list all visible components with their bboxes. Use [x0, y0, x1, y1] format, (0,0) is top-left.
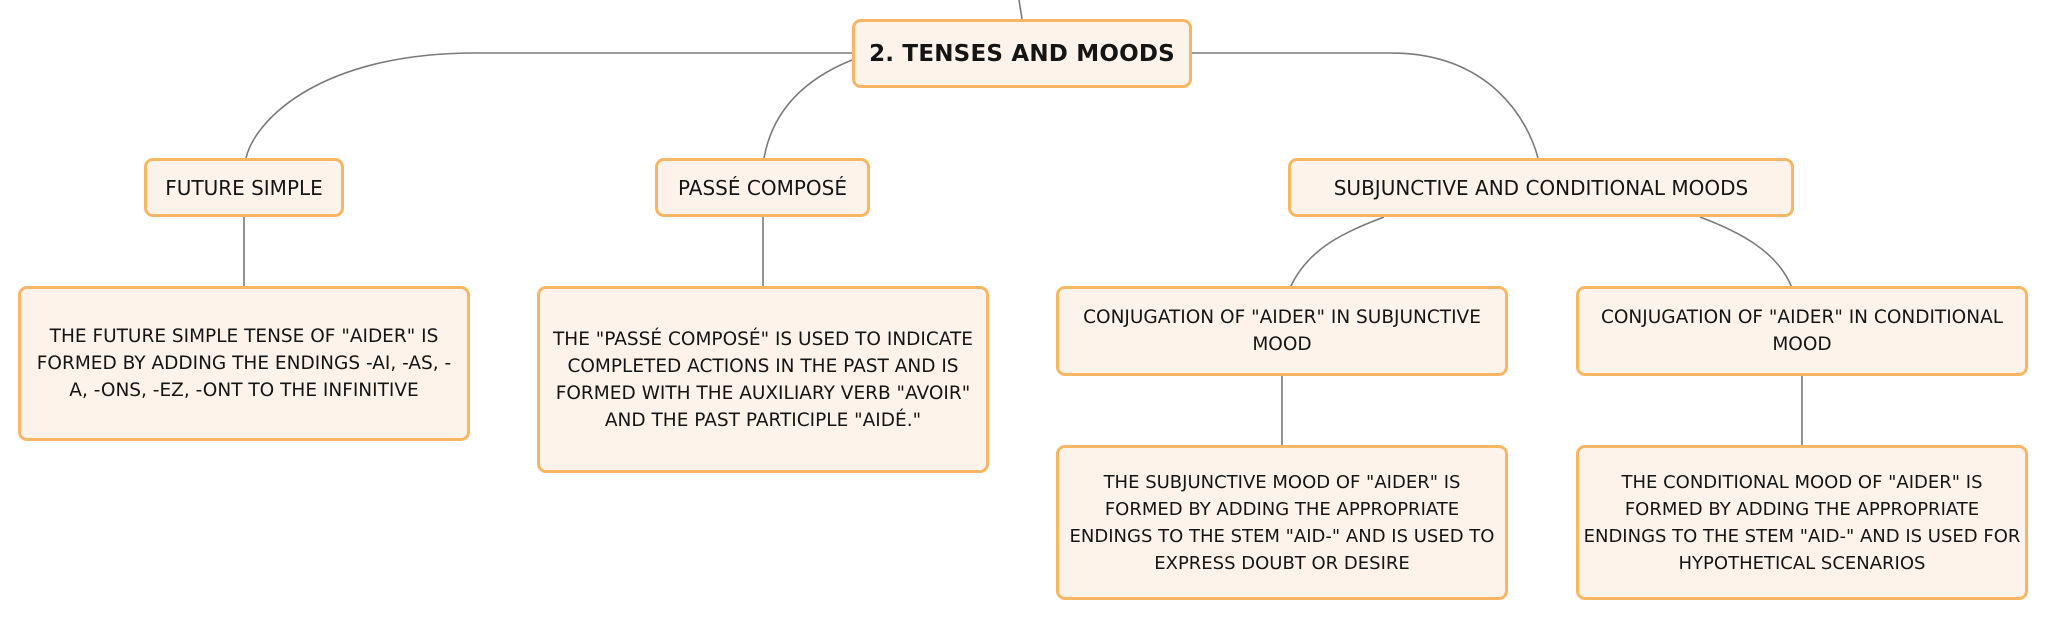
conditional-description-text: THE CONDITIONAL MOOD OF "AIDER" IS FORME… [1583, 471, 2021, 574]
node-future-simple-description[interactable]: THE FUTURE SIMPLE TENSE OF "AIDER" IS FO… [18, 286, 470, 441]
node-conditional-description[interactable]: THE CONDITIONAL MOOD OF "AIDER" IS FORME… [1576, 445, 2028, 600]
connector-parent-to-root [1018, 0, 1023, 20]
node-passe-compose-label: PASSÉ COMPOSÉ [678, 175, 847, 200]
node-future-simple[interactable]: FUTURE SIMPLE [144, 158, 344, 217]
node-passe-compose[interactable]: PASSÉ COMPOSÉ [655, 158, 870, 217]
subjunctive-conjugation-label: CONJUGATION OF "AIDER" IN SUBJUNCTIVE MO… [1083, 307, 1481, 355]
subjunctive-description-text: THE SUBJUNCTIVE MOOD OF "AIDER" IS FORME… [1069, 471, 1495, 574]
node-subjunctive-and-conditional-moods[interactable]: SUBJUNCTIVE AND CONDITIONAL MOODS [1288, 158, 1794, 217]
connector-root-to-future-simple [245, 52, 852, 159]
connector-root-to-passe-compose [763, 59, 853, 159]
root-node-label: 2. TENSES AND MOODS [869, 40, 1175, 67]
node-moods-label: SUBJUNCTIVE AND CONDITIONAL MOODS [1333, 175, 1749, 200]
conditional-conjugation-label: CONJUGATION OF "AIDER" IN CONDITIONAL MO… [1600, 307, 2004, 355]
root-node-tenses-and-moods[interactable]: 2. TENSES AND MOODS [852, 19, 1192, 88]
node-conditional-conjugation[interactable]: CONJUGATION OF "AIDER" IN CONDITIONAL MO… [1576, 286, 2028, 376]
connector-moods-to-subjunctive [1289, 216, 1385, 289]
future-simple-description-text: THE FUTURE SIMPLE TENSE OF "AIDER" IS FO… [36, 326, 452, 401]
connector-moods-to-conditional [1699, 216, 1793, 289]
node-future-simple-label: FUTURE SIMPLE [165, 175, 323, 200]
node-subjunctive-description[interactable]: THE SUBJUNCTIVE MOOD OF "AIDER" IS FORME… [1056, 445, 1508, 600]
node-passe-compose-description[interactable]: THE "PASSÉ COMPOSÉ" IS USED TO INDICATE … [537, 286, 989, 473]
passe-compose-description-text: THE "PASSÉ COMPOSÉ" IS USED TO INDICATE … [553, 328, 973, 431]
node-subjunctive-conjugation[interactable]: CONJUGATION OF "AIDER" IN SUBJUNCTIVE MO… [1056, 286, 1508, 376]
connector-root-to-moods [1192, 52, 1539, 159]
